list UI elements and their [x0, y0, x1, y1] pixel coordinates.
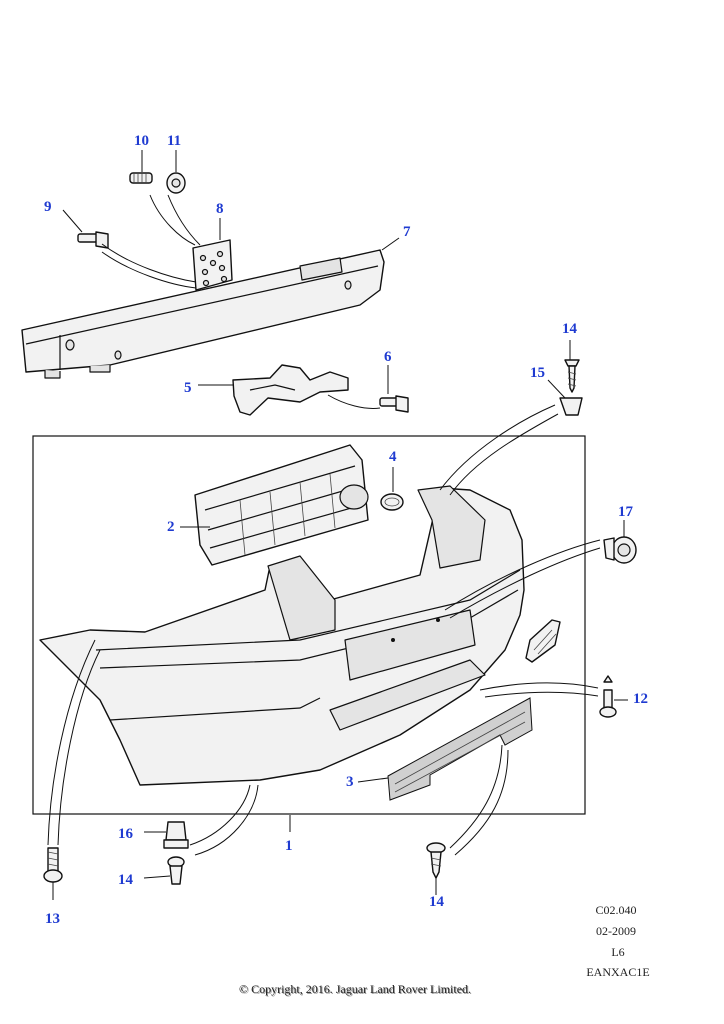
copyright-notice: © Copyright, 2016. Jaguar Land Rover Lim…	[238, 982, 472, 996]
callout-11[interactable]: 11	[167, 133, 182, 149]
leader-lines	[47, 150, 628, 900]
callout-14-left[interactable]: 14	[118, 872, 133, 888]
diagram-code: C02.040	[595, 903, 637, 917]
callout-14-top[interactable]: 14	[562, 321, 577, 337]
nut-17	[603, 536, 637, 564]
bolt-6	[379, 395, 409, 413]
callout-3[interactable]: 3	[346, 774, 354, 790]
diagram-date: 02-2009	[596, 924, 636, 938]
clip-15	[559, 397, 583, 416]
stud	[129, 172, 153, 184]
diagram-ref: EANXAC1E	[586, 965, 650, 979]
assembly-frame	[32, 435, 586, 815]
mounting-plate	[192, 239, 233, 291]
bumper-cover	[39, 485, 525, 786]
bolt-9	[77, 231, 109, 249]
callout-10[interactable]: 10	[134, 133, 149, 149]
reinforcement-beam	[21, 249, 385, 379]
callout-7[interactable]: 7	[403, 224, 411, 240]
callout-2[interactable]: 2	[167, 519, 175, 535]
callout-16[interactable]: 16	[118, 826, 133, 842]
callout-1[interactable]: 1	[285, 838, 293, 854]
bolt-13	[43, 847, 63, 883]
callout-13[interactable]: 13	[45, 911, 60, 927]
callout-15[interactable]: 15	[530, 365, 545, 381]
callout-5[interactable]: 5	[184, 380, 192, 396]
badge	[380, 493, 404, 511]
screw-14-top	[564, 359, 580, 393]
callout-17[interactable]: 17	[618, 504, 633, 520]
bracket	[232, 364, 349, 416]
screw-14-left	[167, 856, 185, 885]
screw-14-bottom	[426, 842, 446, 879]
callout-8[interactable]: 8	[216, 201, 224, 217]
callout-4[interactable]: 4	[389, 449, 397, 465]
side-vent	[525, 619, 561, 663]
nut	[166, 172, 186, 194]
push-clip-12	[599, 675, 617, 718]
diagram-level: L6	[611, 945, 625, 959]
callout-9[interactable]: 9	[44, 199, 52, 215]
callout-12[interactable]: 12	[633, 691, 648, 707]
callout-14-bottom[interactable]: 14	[429, 894, 444, 910]
mesh-insert	[387, 697, 533, 801]
clip-16	[163, 821, 189, 849]
callout-6[interactable]: 6	[384, 349, 392, 365]
grille	[194, 444, 369, 566]
